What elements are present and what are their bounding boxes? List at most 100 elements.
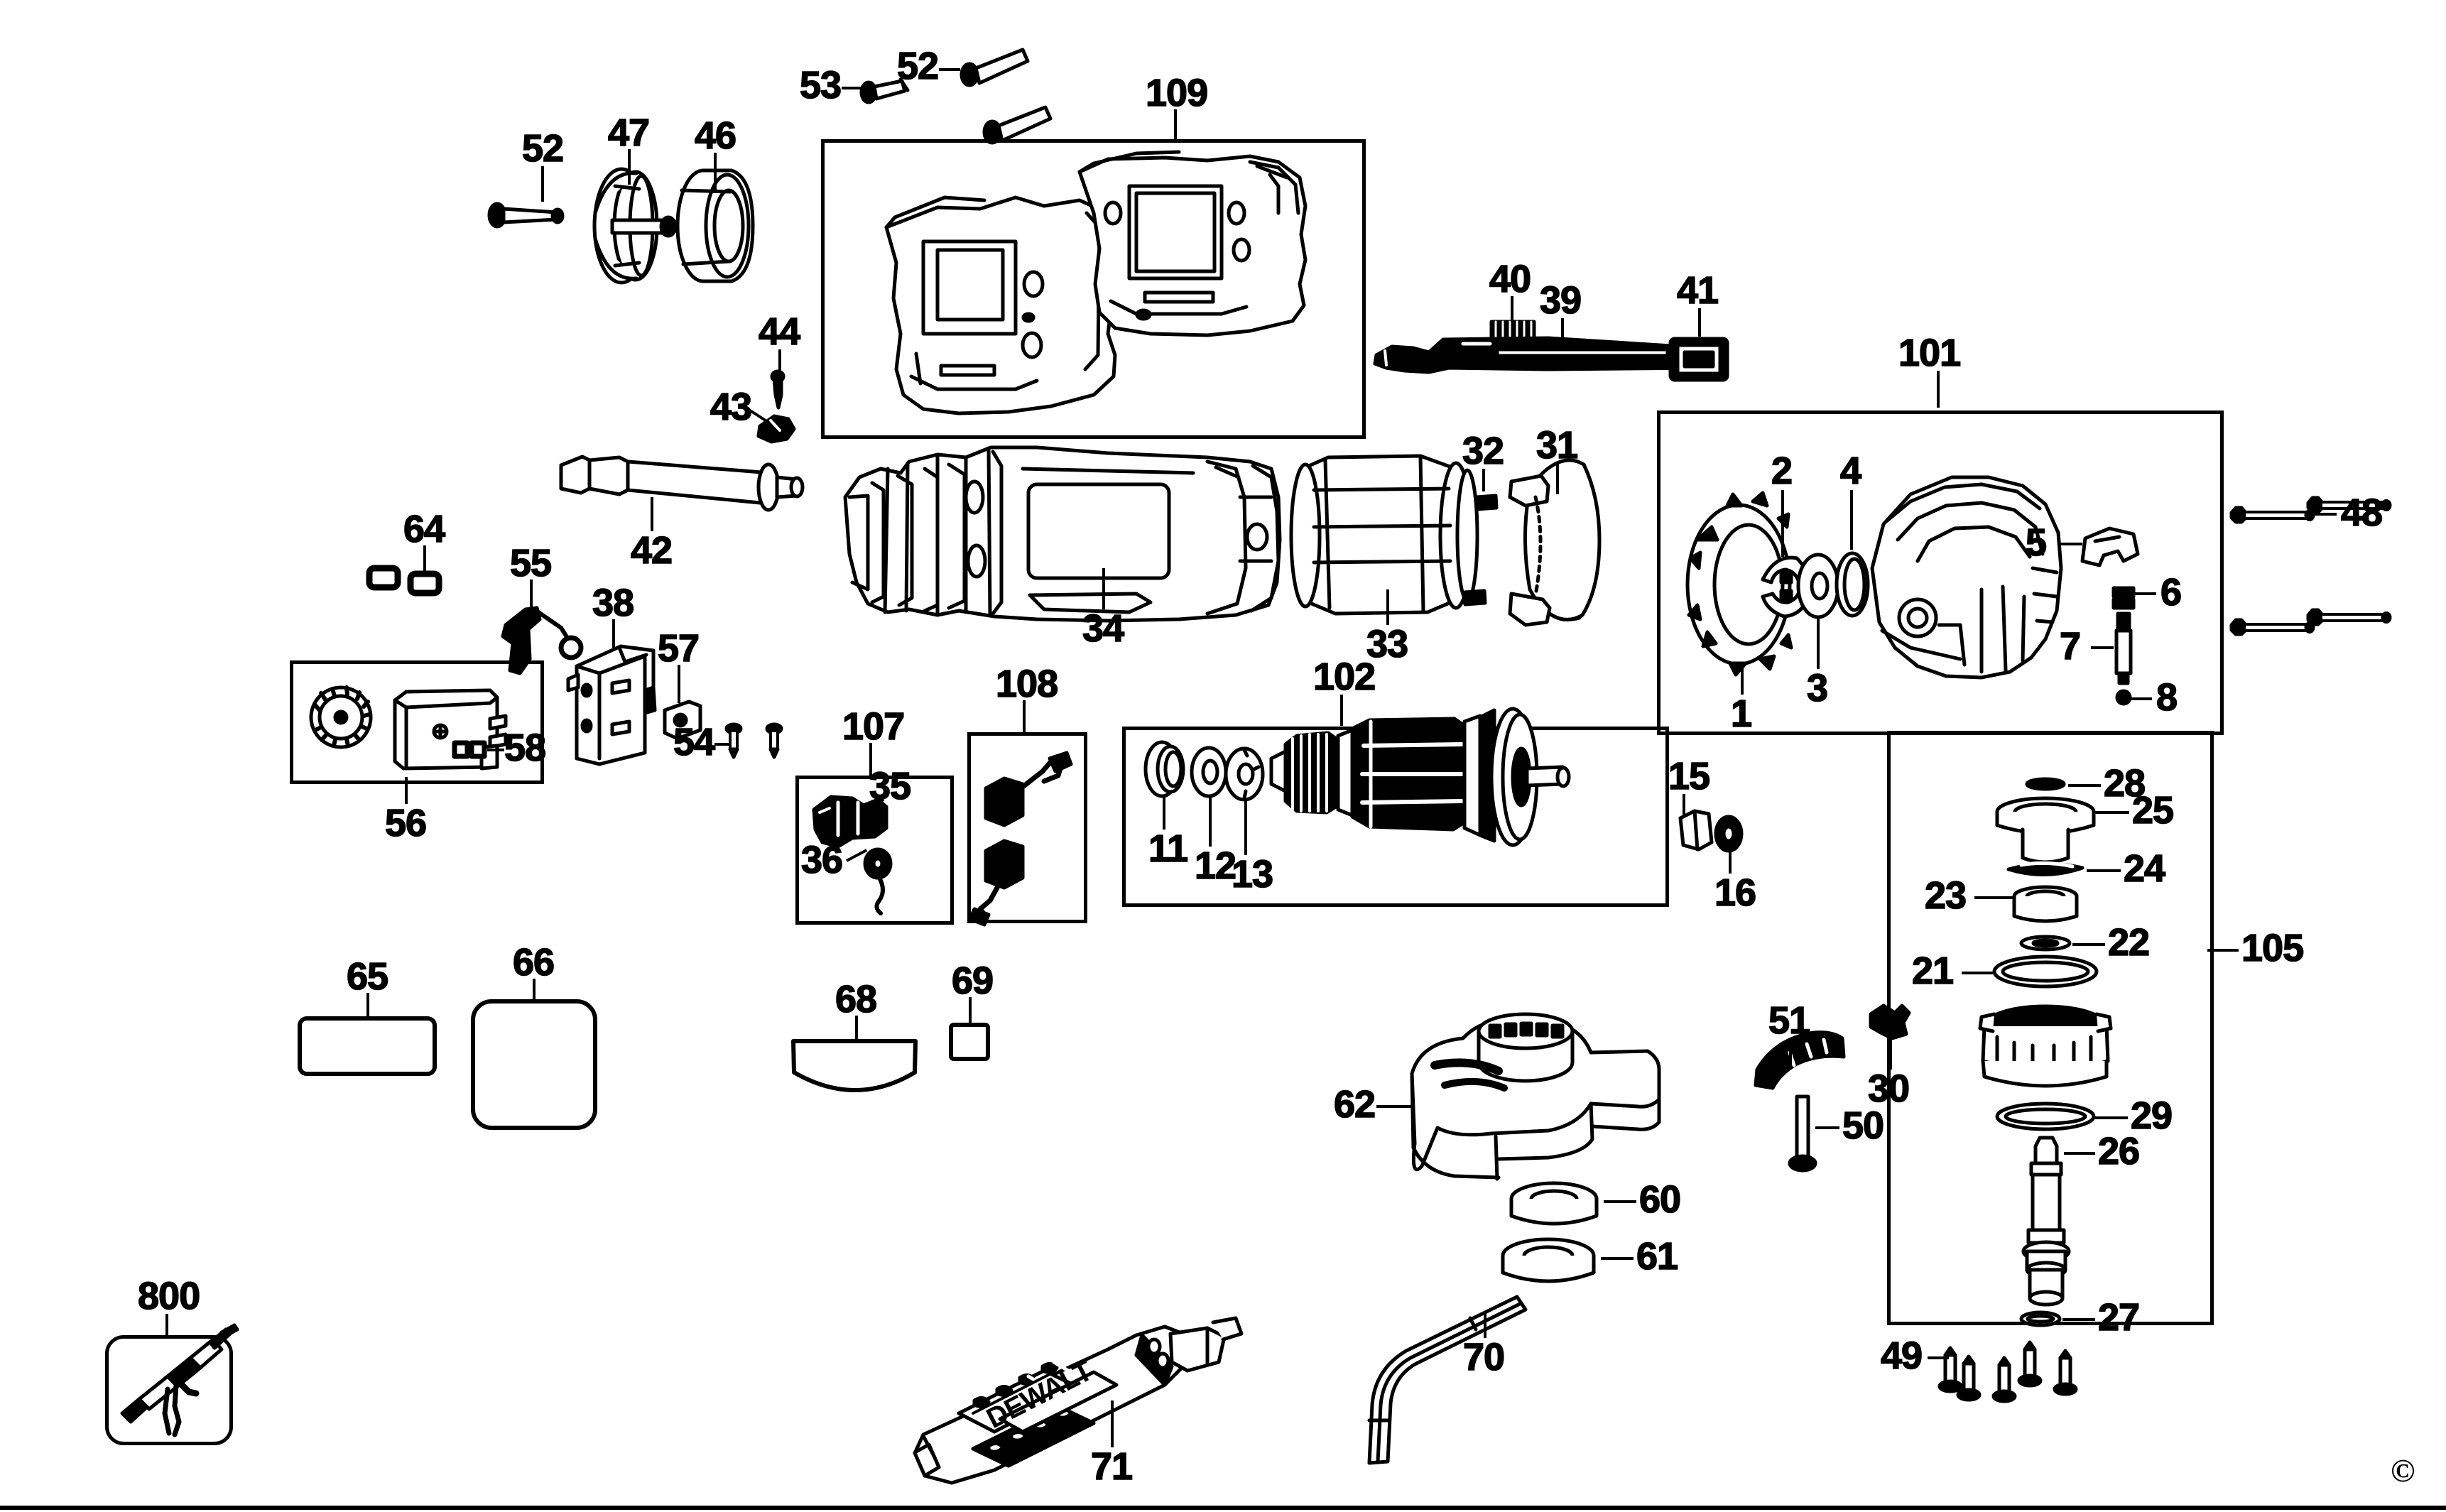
part-49-screw-e [2055, 1351, 2076, 1394]
callout-46: 46 [694, 114, 737, 157]
callout-109: 109 [1145, 72, 1209, 114]
part-15-bushing [1678, 809, 1714, 852]
leader-7 [2091, 646, 2114, 649]
leader-34 [1102, 568, 1105, 609]
leader-70 [1484, 1312, 1486, 1338]
callout-58: 58 [504, 727, 547, 769]
leader-15 [1683, 794, 1685, 815]
leader-41 [1698, 308, 1701, 337]
leader-64 [423, 545, 426, 572]
part-47-baffle-ring [592, 167, 678, 285]
callout-33: 33 [1366, 623, 1409, 665]
callout-62: 62 [1333, 1083, 1376, 1126]
part-65-nameplate [298, 1016, 437, 1076]
callout-26: 26 [2097, 1130, 2141, 1173]
callout-8: 8 [2156, 676, 2178, 719]
part-70-hex-key [1367, 1295, 1528, 1465]
callout-24: 24 [2123, 847, 2166, 890]
svg-text:DEWALT: DEWALT [982, 1355, 1097, 1435]
leader-38 [612, 619, 615, 648]
callout-54: 54 [673, 721, 716, 763]
callout-43: 43 [710, 386, 753, 428]
leader-16 [1729, 851, 1732, 874]
part-71-brand-mark: DEWALT [982, 1355, 1097, 1435]
part-61-outer-flange [1501, 1237, 1596, 1283]
leader-65 [366, 993, 369, 1020]
leader-2 [1781, 490, 1784, 557]
callout-1: 1 [1730, 692, 1753, 735]
leader-3 [1817, 618, 1820, 669]
part-16-seal [1714, 815, 1744, 853]
leader-8 [2131, 697, 2152, 700]
callout-16: 16 [1714, 871, 1757, 914]
callout-65: 65 [346, 955, 389, 998]
part-31-baffle [1508, 458, 1602, 627]
callout-52a: 52 [521, 127, 565, 170]
leader-21 [1962, 972, 1994, 974]
callout-3: 3 [1806, 667, 1829, 709]
group-box-109 [821, 139, 1366, 439]
callout-25: 25 [2131, 789, 2175, 832]
part-41-strain-relief [1668, 337, 1729, 382]
leader-53 [842, 87, 861, 89]
part-48-screw-d [2308, 610, 2390, 624]
group-box-108 [967, 732, 1087, 923]
leader-66 [533, 979, 536, 1003]
callout-44: 44 [758, 310, 801, 353]
leader-5 [2058, 543, 2082, 545]
callout-51: 51 [1768, 999, 1811, 1042]
leader-49 [1928, 1356, 1949, 1359]
callout-41: 41 [1676, 269, 1719, 312]
leader-26 [2064, 1152, 2095, 1155]
leader-39 [1561, 318, 1564, 344]
callout-29: 29 [2130, 1094, 2173, 1137]
leader-29 [2095, 1116, 2128, 1119]
leader-24 [2087, 869, 2121, 872]
callout-12: 12 [1194, 844, 1237, 887]
callout-55: 55 [509, 542, 553, 584]
part-54-screw-a [727, 724, 741, 757]
callout-34: 34 [1082, 607, 1125, 650]
part-32-shim-b [1462, 589, 1487, 607]
callout-22: 22 [2107, 921, 2151, 964]
callout-61: 61 [1636, 1235, 1679, 1278]
part-52-long-screw [487, 202, 565, 229]
leader-55 [530, 580, 533, 608]
leader-105 [2207, 949, 2239, 952]
callout-36: 36 [800, 839, 844, 881]
callout-105: 105 [2241, 927, 2305, 969]
leader-22 [2072, 943, 2105, 946]
callout-71: 71 [1090, 1445, 1134, 1488]
leader-56 [405, 777, 408, 804]
part-49-screw-b [1958, 1356, 1979, 1400]
leader-42 [651, 497, 653, 531]
callout-53: 53 [799, 64, 842, 107]
part-52-screw-a [960, 48, 1030, 87]
part-50-bolt [1788, 1094, 1817, 1173]
callout-31: 31 [1535, 424, 1579, 467]
leader-6 [2135, 592, 2156, 595]
group-box-800 [105, 1335, 233, 1445]
part-60-inner-flange [1509, 1181, 1599, 1226]
part-49-screw-a [1940, 1348, 1961, 1391]
callout-6: 6 [2160, 571, 2183, 614]
callout-30: 30 [1867, 1067, 1910, 1110]
part-69-square-pad [949, 1023, 990, 1061]
leader-69 [969, 997, 972, 1026]
part-32-shim-a [1474, 494, 1499, 511]
callout-64: 64 [403, 508, 446, 550]
leader-71 [1111, 1400, 1114, 1447]
callout-68: 68 [835, 978, 878, 1021]
leader-800 [165, 1314, 168, 1337]
callout-2: 2 [1771, 450, 1793, 492]
callout-11: 11 [1148, 827, 1189, 870]
callout-28: 28 [2103, 762, 2146, 805]
leader-107 [869, 743, 872, 776]
callout-23: 23 [1924, 874, 1967, 917]
leader-13 [1244, 800, 1247, 855]
callout-42: 42 [630, 529, 673, 572]
part-42-spindle-shaft [559, 455, 805, 512]
callout-107: 107 [842, 705, 906, 748]
part-40-spring [1489, 320, 1536, 341]
